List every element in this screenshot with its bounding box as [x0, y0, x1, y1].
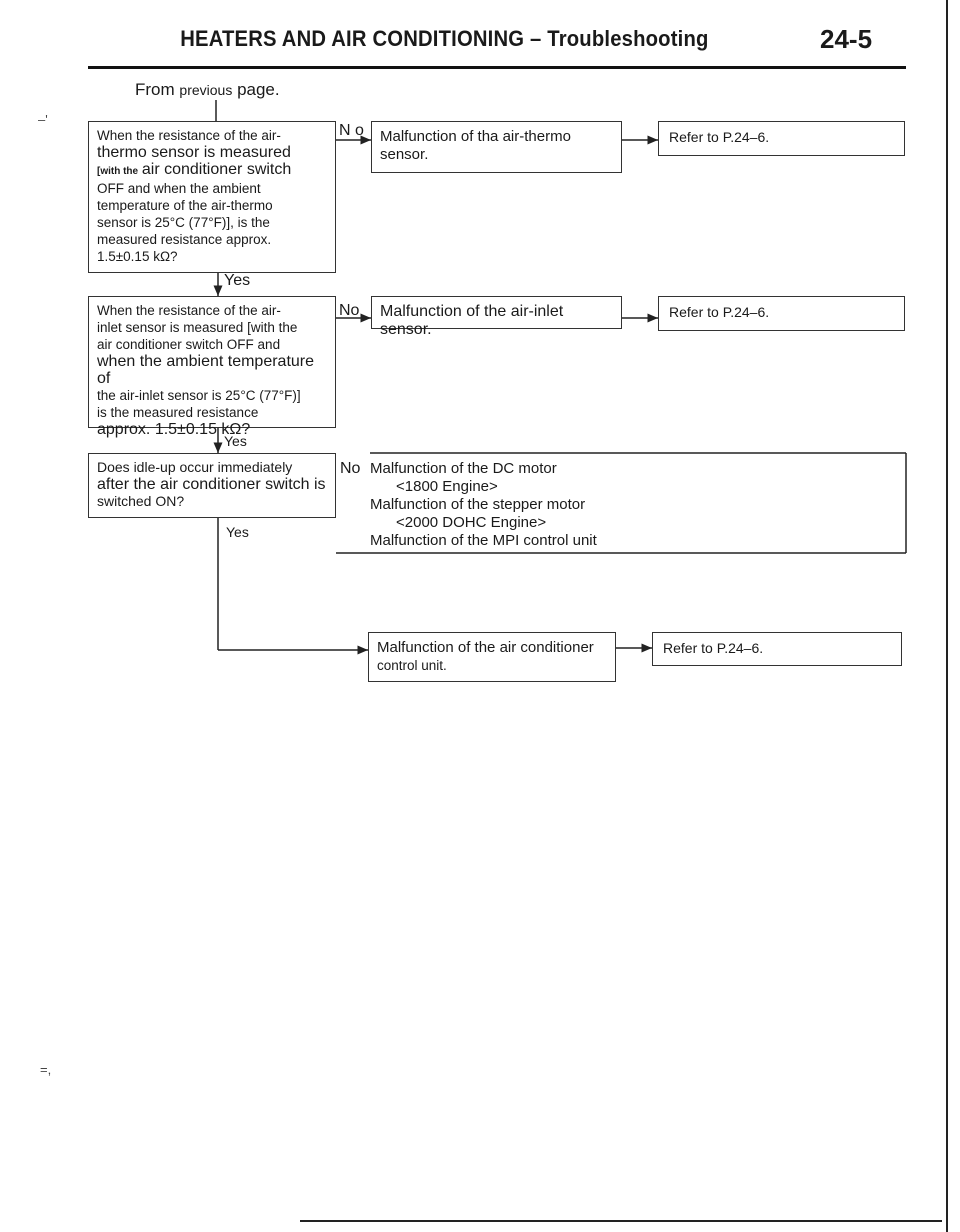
step1-line5: temperature of the air-thermo: [97, 198, 273, 213]
step1-no-label: N o: [339, 122, 364, 139]
step3-result-item: Malfunction of the stepper motor: [370, 496, 586, 513]
step2-no-label: No: [339, 302, 360, 319]
step2-reference-box: Refer to P.24–6.: [658, 296, 905, 331]
step3-no-label: No: [340, 460, 361, 477]
page-title: HEATERS AND AIR CONDITIONING – Troublesh…: [180, 26, 709, 51]
step4-reference-box: Refer to P.24–6.: [652, 632, 902, 666]
from-small: previous: [179, 82, 233, 98]
step3-result-item: <1800 Engine>: [396, 478, 498, 495]
step1-question-box: When the resistance of the air- thermo s…: [88, 121, 336, 273]
step1-line3-tiny: [with the: [97, 166, 139, 177]
step1-reference-text: Refer to P.24–6.: [669, 129, 770, 145]
step2-line1: When the resistance of the air-: [97, 303, 281, 318]
step1-line4: OFF and when the ambient: [97, 181, 261, 196]
step2-line5: the air-inlet sensor is 25°C (77°F)]: [97, 388, 301, 403]
step2-line4: when the ambient temperature of: [97, 353, 315, 387]
step4-reference-text: Refer to P.24–6.: [663, 640, 764, 656]
step3-yes-label: Yes: [226, 524, 249, 540]
step1-line7: measured resistance approx.: [97, 232, 272, 247]
step1-line1: When the resistance of the air-: [97, 128, 281, 143]
step2-line2: inlet sensor is measured [with the: [97, 320, 298, 335]
page-number: 24-5: [820, 24, 873, 54]
step2-line3: air conditioner switch OFF and: [97, 337, 281, 352]
step1-yes-label: Yes: [224, 272, 251, 289]
from-suffix: page.: [237, 80, 280, 99]
step3-line2: after the air conditioner switch is: [97, 476, 326, 493]
step4-result-line2: control unit.: [377, 658, 447, 673]
step2-line7: approx. 1.5±0.15 kΩ?: [97, 421, 251, 438]
step1-line3: [with the air conditioner switch: [97, 161, 327, 180]
step3-result-item: <2000 DOHC Engine>: [396, 514, 547, 531]
stray-mark-top: –': [38, 112, 48, 127]
step3-result-item: Malfunction of the DC motor: [370, 460, 557, 477]
stray-mark-bottom: =,: [40, 1062, 52, 1077]
step1-reference-box: Refer to P.24–6.: [658, 121, 905, 156]
step1-result-line1: Malfunction of tha air-thermo: [380, 128, 571, 145]
step1-result-box: Malfunction of tha air-thermo sensor.: [371, 121, 622, 173]
step2-yes-label: Yes: [224, 433, 247, 449]
step4-result-box: Malfunction of the air conditioner contr…: [368, 632, 616, 682]
step2-result-box: Malfunction of the air-inlet sensor.: [371, 296, 622, 338]
bottom-rule: [300, 1220, 942, 1222]
step1-result-line2: sensor.: [380, 146, 429, 163]
title-rule: [88, 66, 906, 69]
step2-result-text: Malfunction of the air-inlet sensor.: [380, 303, 564, 338]
step1-line2: thermo sensor is measured: [97, 144, 291, 161]
step4-result-line1: Malfunction of the air conditioner: [377, 639, 594, 656]
step3-line1: Does idle-up occur immediately: [97, 459, 293, 475]
from-previous-page: From previous page.: [135, 80, 280, 100]
right-margin-rule: [946, 0, 948, 1232]
step3-result-list: Malfunction of the DC motor <1800 Engine…: [370, 460, 597, 550]
step1-line6: sensor is 25°C (77°F)], is the: [97, 215, 270, 230]
from-prefix: From: [135, 80, 175, 99]
step3-result-item: Malfunction of the MPI control unit: [370, 532, 597, 549]
step2-line6: is the measured resistance: [97, 405, 259, 420]
step2-question-box: When the resistance of the air- inlet se…: [88, 296, 336, 438]
step2-reference-text: Refer to P.24–6.: [669, 304, 770, 320]
step1-line3-rest: air conditioner switch: [141, 161, 292, 178]
step1-line8: 1.5±0.15 kΩ?: [97, 249, 178, 264]
step3-question-box: Does idle-up occur immediately after the…: [88, 453, 336, 518]
step3-line3: switched ON?: [97, 493, 185, 509]
